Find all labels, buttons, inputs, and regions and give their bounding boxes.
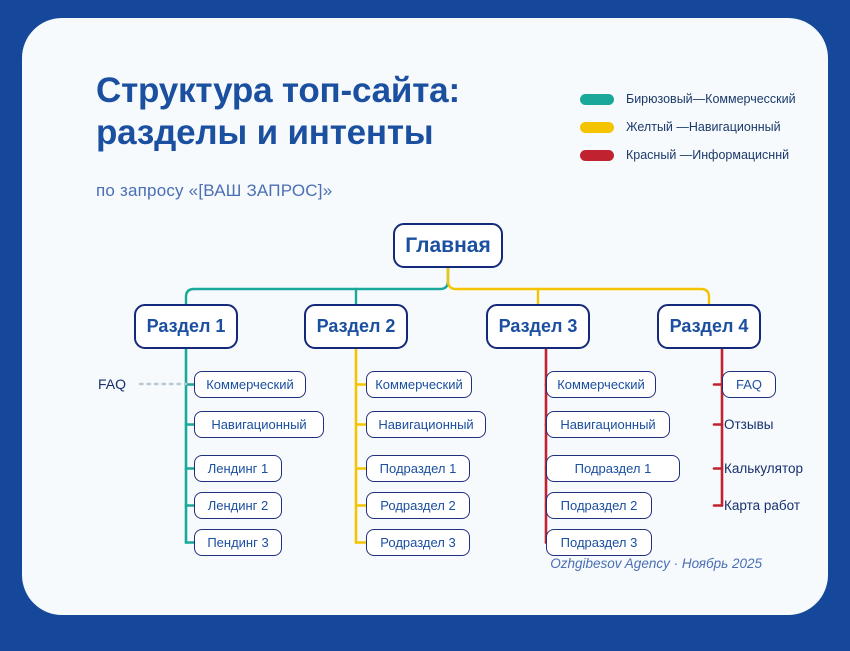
node-leaf-4-3[interactable]: Калькулятор (724, 455, 803, 482)
node-leaf-2-5[interactable]: Родраздел 3 (366, 529, 470, 556)
node-root-glavnaya[interactable]: Главная (393, 223, 503, 268)
poster-card: Структура топ-сайта: разделы и интенты п… (22, 18, 828, 615)
connector-line (186, 268, 448, 304)
node-leaf-4-2[interactable]: Отзывы (724, 411, 773, 438)
node-leaf-1-4[interactable]: Лендинг 2 (194, 492, 282, 519)
node-leaf-4-4[interactable]: Карта работ (724, 492, 800, 519)
faq-side-label: FAQ (98, 376, 126, 392)
node-leaf-3-5[interactable]: Подраздел 3 (546, 529, 652, 556)
node-leaf-2-4[interactable]: Родраздел 2 (366, 492, 470, 519)
node-leaf-2-3[interactable]: Подраздел 1 (366, 455, 470, 482)
node-leaf-2-1[interactable]: Коммерческий (366, 371, 472, 398)
node-leaf-3-2[interactable]: Навигационный (546, 411, 670, 438)
node-section-4[interactable]: Раздел 4 (657, 304, 761, 349)
node-leaf-3-1[interactable]: Коммерческий (546, 371, 656, 398)
node-leaf-1-2[interactable]: Навигационный (194, 411, 324, 438)
node-leaf-4-1[interactable]: FAQ (722, 371, 776, 398)
node-leaf-1-1[interactable]: Коммерческий (194, 371, 306, 398)
node-leaf-2-2[interactable]: Навигационный (366, 411, 486, 438)
node-leaf-3-3[interactable]: Подраздел 1 (546, 455, 680, 482)
node-section-2[interactable]: Раздел 2 (304, 304, 408, 349)
poster-frame: Структура топ-сайта: разделы и интенты п… (0, 0, 850, 633)
node-leaf-3-4[interactable]: Подраздел 2 (546, 492, 652, 519)
footer-credit: Ozhgibesov Agency · Ноябрь 2025 (550, 556, 762, 571)
node-section-1[interactable]: Раздел 1 (134, 304, 238, 349)
node-leaf-1-3[interactable]: Лендинг 1 (194, 455, 282, 482)
connector-line (448, 268, 709, 304)
node-leaf-1-5[interactable]: Пендинг 3 (194, 529, 282, 556)
node-section-3[interactable]: Раздел 3 (486, 304, 590, 349)
